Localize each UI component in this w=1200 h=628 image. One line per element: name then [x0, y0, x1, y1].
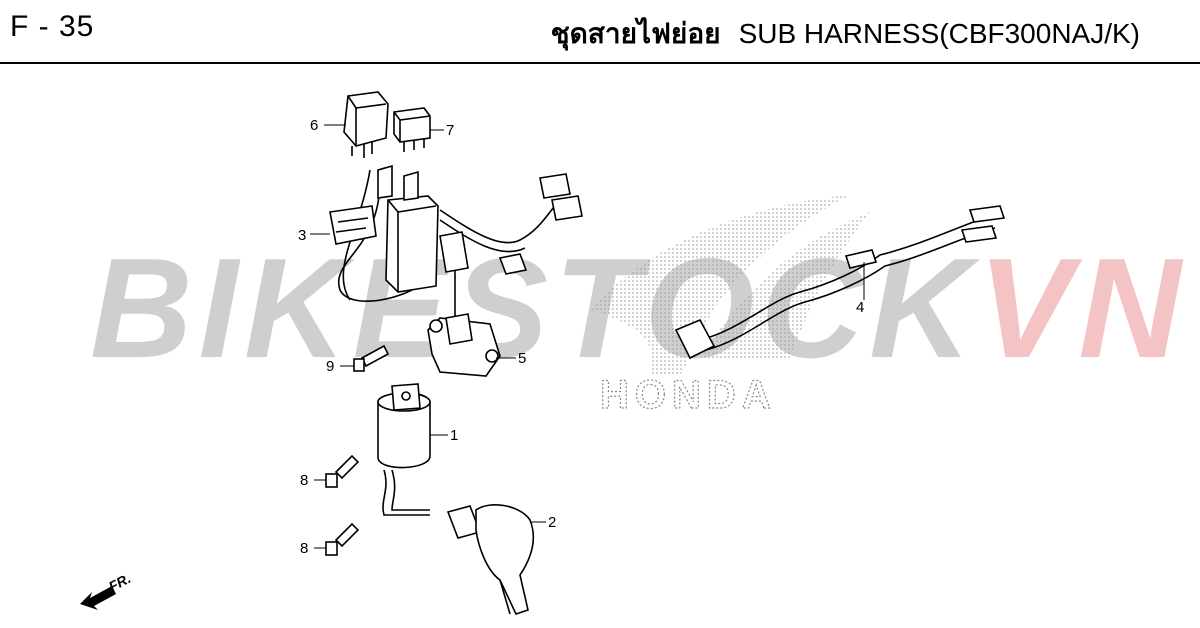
part-5-sensor [427, 313, 501, 377]
part-4-sub-harness [674, 205, 1006, 360]
arrow-icon [80, 586, 116, 610]
honda-logo-text: HONDA [600, 373, 777, 417]
title-thai: ชุดสายไฟย่อย [550, 18, 721, 49]
watermark: BIKESTOCKVN [90, 238, 1187, 380]
honda-wing-logo: HONDA [592, 195, 870, 418]
page-code: F - 35 [10, 10, 95, 43]
callout-8-upper: 8 [300, 472, 308, 489]
part-7-relay [393, 107, 431, 152]
callout-6: 6 [310, 117, 318, 134]
callout-7: 7 [446, 122, 454, 139]
leader-lines [310, 124, 865, 549]
part-9-bolt [353, 344, 390, 372]
callout-3: 3 [298, 227, 306, 244]
callout-5: 5 [518, 350, 526, 367]
part-8-bolt-lower [325, 522, 360, 556]
part-2-plug-cap [446, 504, 535, 615]
title-english: SUB HARNESS(CBF300NAJ/K) [738, 18, 1140, 49]
callout-8-lower: 8 [300, 540, 308, 557]
callout-2: 2 [548, 514, 556, 531]
callout-1: 1 [450, 427, 458, 444]
header-divider [0, 62, 1200, 64]
part-1-ignition-coil [377, 383, 431, 516]
main-sub-harness [329, 164, 583, 320]
part-6-relay [343, 91, 389, 158]
callout-9: 9 [326, 358, 334, 375]
callout-4: 4 [856, 299, 864, 316]
part-8-bolt-upper [325, 454, 360, 488]
page-title: ชุดสายไฟย่อย SUB HARNESS(CBF300NAJ/K) [551, 12, 1140, 56]
front-direction-marker: FR. [80, 570, 133, 610]
watermark-accent: VN [977, 229, 1187, 388]
